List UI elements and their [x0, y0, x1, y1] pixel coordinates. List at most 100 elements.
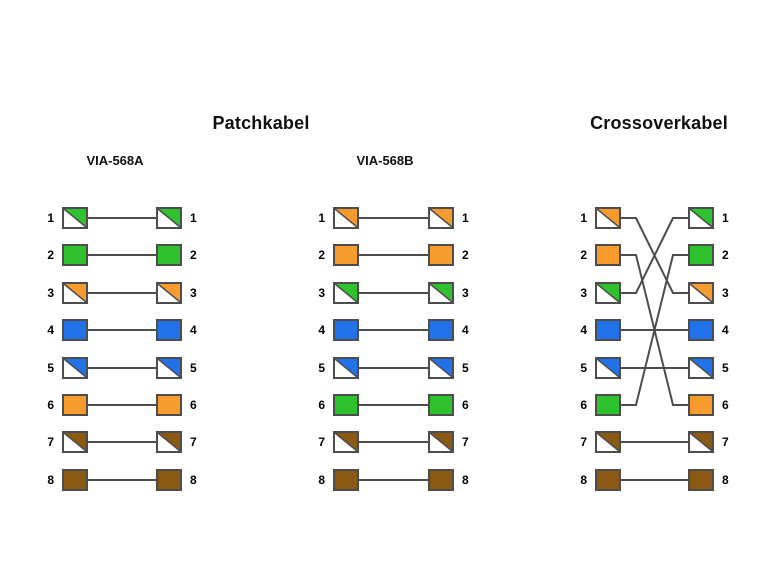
pin-square-orange-white-striped: [428, 207, 454, 229]
stripe-triangle: [597, 433, 619, 451]
pin-number-label: 2: [190, 248, 197, 262]
pin-square-blue-solid: [156, 319, 182, 341]
pin-square-green-solid: [333, 394, 359, 416]
pin-square-brown-white-striped: [62, 431, 88, 453]
pin-number-label: 2: [47, 248, 54, 262]
standard-label-568a: VIA-568A: [86, 153, 144, 168]
pin-number-label: 2: [318, 248, 325, 262]
stripe-triangle: [690, 209, 712, 227]
pin-number-label: 3: [462, 286, 469, 300]
stripe-triangle: [690, 433, 712, 451]
pin-square-blue-white-striped: [156, 357, 182, 379]
pin-number-label: 5: [580, 361, 587, 375]
pin-number-label: 3: [318, 286, 325, 300]
pin-square-orange-white-striped: [595, 207, 621, 229]
pin-number-label: 4: [580, 323, 587, 337]
pin-number-label: 3: [722, 286, 729, 300]
patch-cable-title: Patchkabel: [212, 113, 310, 133]
pin-number-label: 7: [47, 435, 54, 449]
pin-number-label: 8: [47, 473, 54, 487]
pin-number-label: 3: [580, 286, 587, 300]
pin-number-label: 8: [462, 473, 469, 487]
pin-square-green-white-striped: [62, 207, 88, 229]
stripe-triangle: [64, 359, 86, 377]
pin-square-blue-solid: [62, 319, 88, 341]
crossover-cable-title: Crossoverkabel: [590, 113, 728, 133]
pin-number-label: 7: [722, 435, 729, 449]
stripe-triangle: [158, 284, 180, 302]
pin-square-blue-white-striped: [333, 357, 359, 379]
pin-square-orange-white-striped: [333, 207, 359, 229]
pin-square-green-white-striped: [156, 207, 182, 229]
stripe-triangle: [597, 209, 619, 227]
pin-number-label: 4: [462, 323, 469, 337]
pin-square-brown-white-striped: [428, 431, 454, 453]
pin-number-label: 4: [722, 323, 729, 337]
pin-square-blue-white-striped: [595, 357, 621, 379]
pin-square-green-solid: [595, 394, 621, 416]
pin-number-label: 6: [190, 398, 197, 412]
pin-square-brown-solid: [156, 469, 182, 491]
stripe-triangle: [335, 359, 357, 377]
pin-square-orange-solid: [156, 394, 182, 416]
pin-number-label: 7: [318, 435, 325, 449]
pin-square-orange-solid: [688, 394, 714, 416]
stripe-triangle: [335, 284, 357, 302]
stripe-triangle: [158, 209, 180, 227]
pin-square-blue-solid: [428, 319, 454, 341]
pin-square-orange-solid: [595, 244, 621, 266]
stripe-triangle: [64, 433, 86, 451]
pin-square-orange-white-striped: [62, 282, 88, 304]
stripe-triangle: [690, 284, 712, 302]
pin-number-label: 4: [318, 323, 325, 337]
pin-square-brown-white-striped: [595, 431, 621, 453]
pin-number-label: 5: [318, 361, 325, 375]
pin-number-label: 5: [722, 361, 729, 375]
pin-number-label: 1: [722, 211, 729, 225]
pin-number-label: 8: [722, 473, 729, 487]
pin-square-blue-white-striped: [62, 357, 88, 379]
pin-number-label: 5: [47, 361, 54, 375]
pin-number-label: 1: [462, 211, 469, 225]
pin-square-green-white-striped: [333, 282, 359, 304]
wire-connection-pin6-to-pin2: [621, 254, 688, 406]
pin-square-brown-solid: [428, 469, 454, 491]
pin-square-orange-white-striped: [688, 282, 714, 304]
pin-square-blue-white-striped: [428, 357, 454, 379]
pin-square-orange-white-striped: [156, 282, 182, 304]
pin-number-label: 1: [190, 211, 197, 225]
stripe-triangle: [430, 359, 452, 377]
pin-number-label: 8: [318, 473, 325, 487]
pin-number-label: 1: [318, 211, 325, 225]
pin-square-blue-solid: [688, 319, 714, 341]
pin-square-brown-solid: [688, 469, 714, 491]
wire-connection-pin3-to-pin1: [621, 217, 688, 294]
pin-square-green-solid: [688, 244, 714, 266]
stripe-triangle: [430, 433, 452, 451]
pin-number-label: 7: [462, 435, 469, 449]
pin-number-label: 6: [318, 398, 325, 412]
pin-number-label: 8: [580, 473, 587, 487]
pin-number-label: 1: [580, 211, 587, 225]
pin-number-label: 2: [722, 248, 729, 262]
pin-number-label: 7: [580, 435, 587, 449]
pin-square-green-white-striped: [595, 282, 621, 304]
stripe-triangle: [64, 209, 86, 227]
pin-number-label: 4: [47, 323, 54, 337]
stripe-triangle: [597, 284, 619, 302]
pin-number-label: 6: [462, 398, 469, 412]
pin-number-label: 1: [47, 211, 54, 225]
pin-number-label: 8: [190, 473, 197, 487]
pin-square-green-white-striped: [428, 282, 454, 304]
pin-square-orange-solid: [428, 244, 454, 266]
pin-square-green-white-striped: [688, 207, 714, 229]
stripe-triangle: [335, 209, 357, 227]
pin-number-label: 6: [722, 398, 729, 412]
pin-number-label: 5: [190, 361, 197, 375]
pin-square-brown-white-striped: [688, 431, 714, 453]
pin-number-label: 2: [580, 248, 587, 262]
pin-square-brown-solid: [62, 469, 88, 491]
pin-square-brown-solid: [333, 469, 359, 491]
stripe-triangle: [158, 433, 180, 451]
